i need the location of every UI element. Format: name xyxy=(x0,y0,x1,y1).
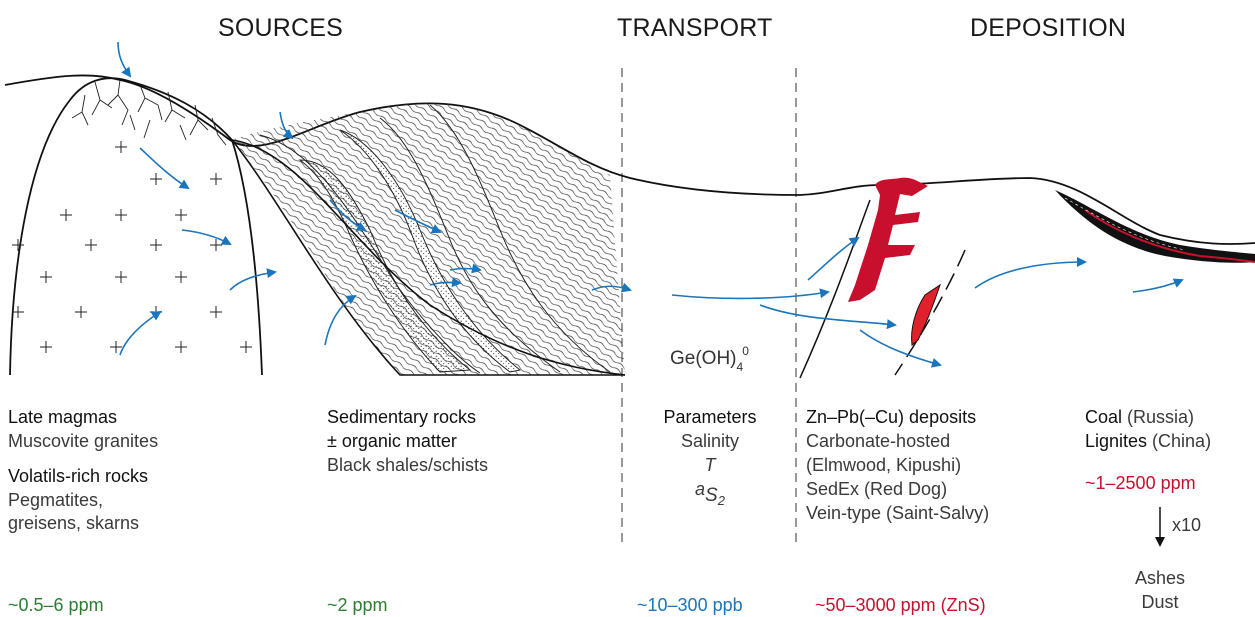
coal-value: ~1–2500 ppm xyxy=(1085,473,1196,493)
magmas-value: ~0.5–6 ppm xyxy=(8,595,104,615)
magmas-subtitle: Muscovite granites xyxy=(8,431,159,451)
header-sources: SOURCES xyxy=(218,14,344,42)
germanium-formula: Ge(OH)40 xyxy=(670,344,749,374)
znpb-carbonate: Carbonate-hosted xyxy=(806,431,951,451)
organic-matter-title: ± organic matter xyxy=(327,431,457,451)
parameters-title: Parameters xyxy=(663,407,757,427)
volatils-line1: Pegmatites, xyxy=(8,490,104,510)
lignites-title: Lignites (China) xyxy=(1085,431,1212,451)
volatils-line2: greisens, skarns xyxy=(8,513,140,533)
znpb-examples: (Elmwood, Kipushi) xyxy=(806,455,962,475)
ground-surface xyxy=(4,74,1255,245)
volatils-title: Volatils-rich rocks xyxy=(8,466,149,486)
coal-lens xyxy=(1055,190,1255,263)
znpb-deposit xyxy=(848,177,941,346)
granite-fractures xyxy=(71,79,227,146)
fault-line-1 xyxy=(799,199,871,379)
sedimentary-layers xyxy=(231,103,626,376)
param-sulfur-activity: aS2 xyxy=(695,479,725,508)
znpb-vein: Vein-type (Saint-Salvy) xyxy=(806,503,990,523)
magmas-title: Late magmas xyxy=(8,407,118,427)
dust-label: Dust xyxy=(1141,592,1179,612)
granite-intrusion xyxy=(9,77,263,376)
fluid-arrows xyxy=(117,41,1184,368)
ashes-label: Ashes xyxy=(1134,568,1186,588)
header-deposition: DEPOSITION xyxy=(970,14,1127,42)
znpb-sedex: SedEx (Red Dog) xyxy=(806,479,948,499)
fault-line-2 xyxy=(894,249,966,376)
transport-value: ~10–300 ppb xyxy=(637,595,743,615)
param-temperature: T xyxy=(704,455,716,475)
coal-title: Coal (Russia) xyxy=(1085,407,1195,427)
sedimentary-title: Sedimentary rocks xyxy=(327,407,477,427)
sedimentary-value: ~2 ppm xyxy=(327,595,388,615)
param-salinity: Salinity xyxy=(680,431,740,451)
sedimentary-subtitle: Black shales/schists xyxy=(327,455,489,475)
znpb-value: ~50–3000 ppm (ZnS) xyxy=(815,595,986,615)
header-transport: TRANSPORT xyxy=(617,14,773,42)
granite-crosses xyxy=(12,141,252,353)
znpb-title: Zn–Pb(–Cu) deposits xyxy=(806,407,977,427)
concentration-factor: x10 xyxy=(1172,515,1202,535)
